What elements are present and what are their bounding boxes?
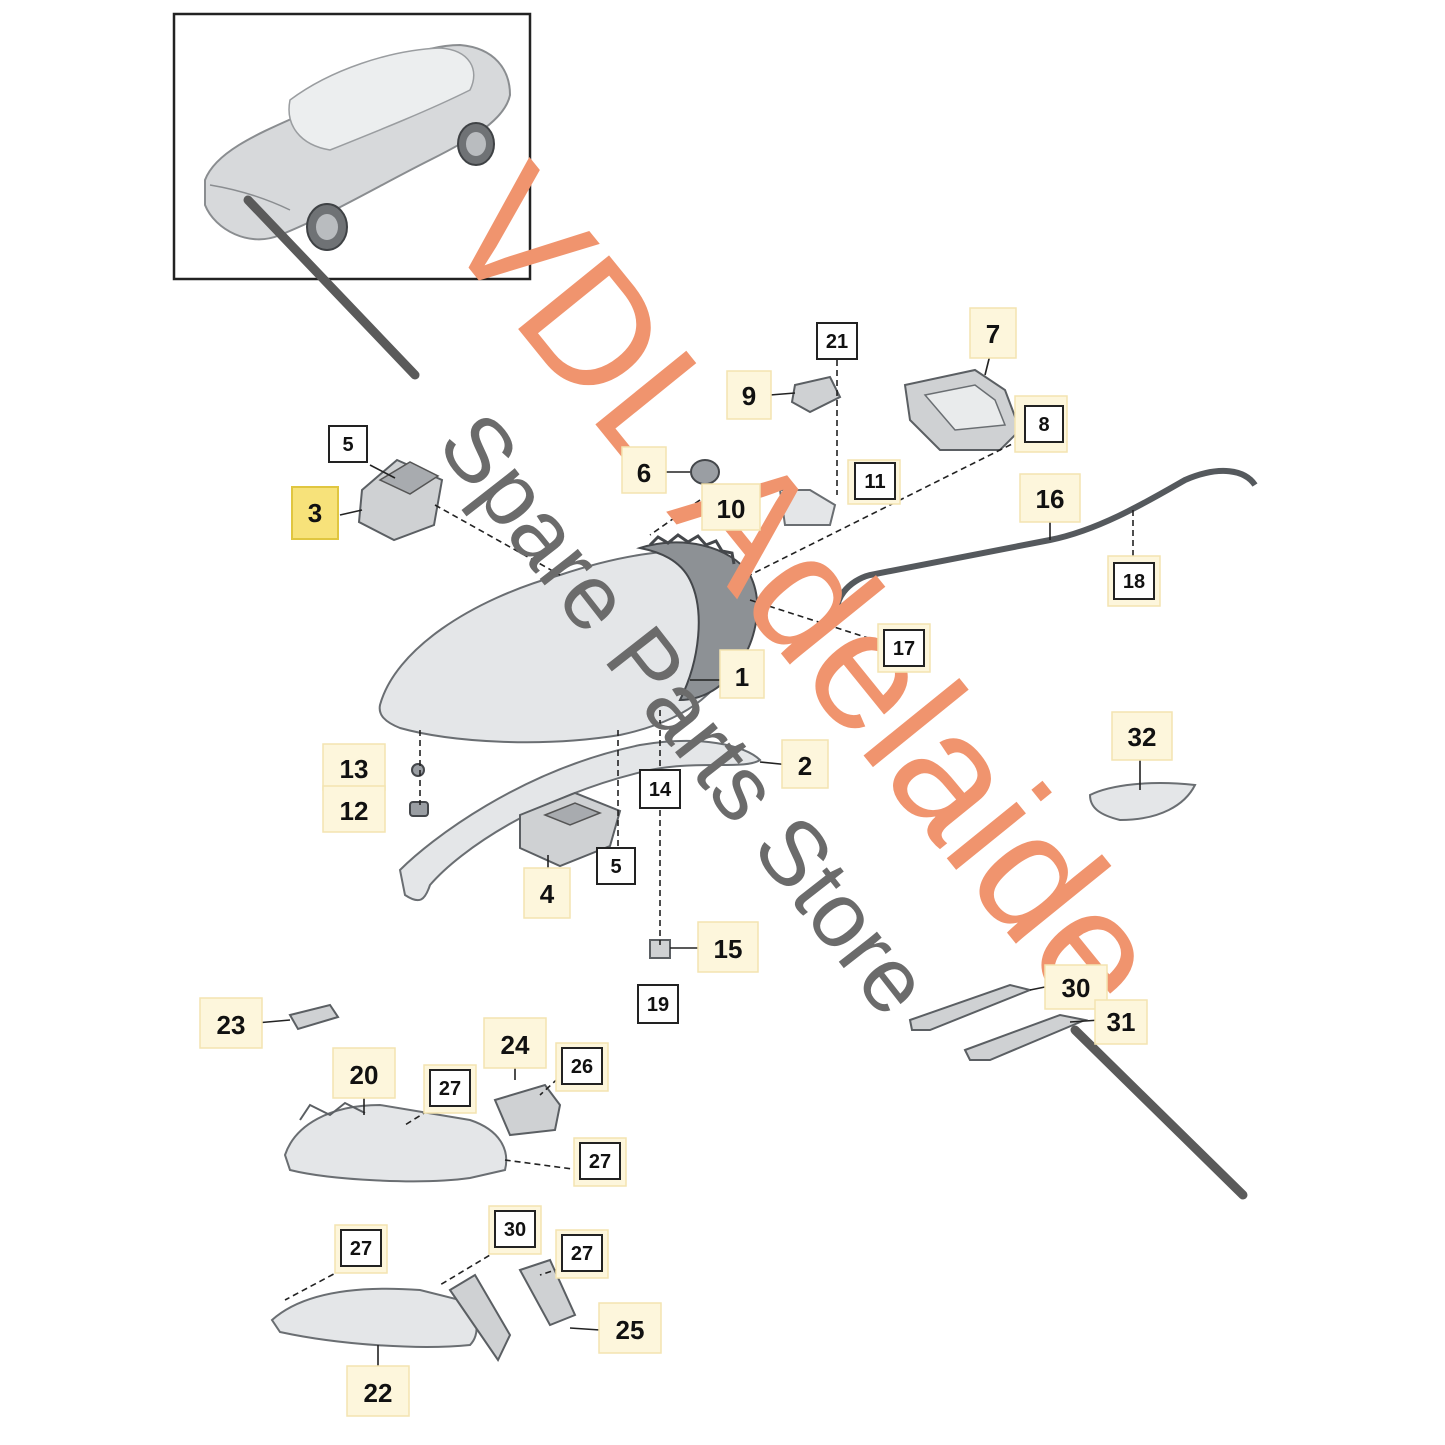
callout-27-b: 27 [573, 1137, 627, 1187]
callout-5-lower: 5 [596, 847, 636, 885]
callout-23: 23 [199, 997, 263, 1049]
svg-text:30: 30 [504, 1219, 526, 1241]
callout-2: 2 [781, 739, 829, 789]
svg-text:1: 1 [735, 662, 749, 692]
svg-text:11: 11 [864, 471, 885, 493]
reflector-part-30 [908, 983, 1034, 1031]
callout-14: 14 [639, 769, 681, 809]
svg-text:9: 9 [742, 381, 756, 411]
svg-text:5: 5 [342, 434, 353, 456]
svg-text:12: 12 [340, 796, 369, 826]
module-part-9 [790, 375, 842, 414]
svg-text:27: 27 [439, 1078, 461, 1100]
callout-21: 22 [346, 1365, 410, 1417]
callout-19: 19 [637, 984, 679, 1024]
svg-text:27: 27 [571, 1243, 593, 1265]
callout-10: 10 [701, 483, 761, 531]
svg-text:7: 7 [986, 319, 1000, 349]
callout-17: 17 [877, 623, 931, 673]
bracket-part-25 [518, 1258, 577, 1327]
callout-31-label: 31 [1094, 999, 1148, 1045]
callout-8: 8 [1014, 395, 1068, 453]
svg-text:6: 6 [637, 458, 651, 488]
svg-text:27: 27 [589, 1151, 611, 1173]
seal-part-11 [778, 489, 837, 526]
control-unit-part-4 [519, 791, 622, 868]
control-unit-part-3 [357, 458, 444, 542]
svg-text:20: 20 [350, 1060, 379, 1090]
bracket-part-24-26 [493, 1083, 562, 1137]
svg-text:31: 31 [1107, 1007, 1136, 1037]
callout-27-c: 27 [334, 1224, 388, 1274]
svg-text:21: 21 [826, 331, 848, 353]
callout-4: 4 [523, 867, 571, 919]
svg-text:32: 32 [1128, 722, 1157, 752]
svg-text:5: 5 [610, 856, 621, 878]
callout-13: 13 [322, 743, 386, 791]
svg-text:22: 22 [364, 1378, 393, 1408]
callout-1: 1 [719, 649, 765, 699]
callout-12: 12 [322, 785, 386, 833]
svg-text:18: 18 [1123, 571, 1145, 593]
svg-text:23: 23 [217, 1010, 246, 1040]
callout-6: 6 [621, 446, 667, 494]
cover-part-23 [288, 1003, 340, 1031]
reflector-part-31 [963, 1013, 1089, 1061]
clip-part-12 [409, 801, 429, 817]
connector-part-15 [649, 939, 671, 959]
callout-5-upper: 5 [328, 425, 368, 463]
light-assembly-part-20 [283, 1101, 508, 1183]
callouts: 3 5 6 10 9 21 7 8 11 16 18 17 1 2 14 13 … [199, 307, 1173, 1417]
callout-26-b: 27 [555, 1229, 609, 1279]
svg-text:16: 16 [1036, 484, 1065, 514]
svg-text:10: 10 [717, 494, 746, 524]
leader-lines [255, 354, 1141, 1375]
svg-text:17: 17 [893, 638, 915, 660]
callout-32: 32 [1111, 711, 1173, 761]
svg-text:26: 26 [571, 1056, 593, 1078]
module-part-32 [1088, 782, 1197, 822]
callout-15: 15 [697, 921, 759, 973]
callout-24: 24 [483, 1017, 547, 1069]
callout-20: 20 [332, 1047, 396, 1099]
svg-text:14: 14 [649, 779, 672, 801]
callout-9: 9 [726, 370, 772, 420]
callout-7: 7 [969, 307, 1017, 359]
bezel-trim-strip [398, 740, 762, 902]
svg-text:13: 13 [340, 754, 369, 784]
callout-22: 21 [816, 322, 858, 360]
cable-part-16 [834, 467, 1258, 622]
svg-text:2: 2 [798, 751, 812, 781]
screw-part-13 [411, 763, 425, 777]
callout-16: 16 [1019, 473, 1081, 523]
callout-25: 25 [598, 1302, 662, 1354]
watermark-slash-bottom [1070, 1025, 1248, 1200]
callout-11: 11 [847, 459, 901, 505]
svg-text:15: 15 [714, 934, 743, 964]
callout-27-d: 30 [488, 1205, 542, 1255]
svg-text:30: 30 [1062, 973, 1091, 1003]
svg-text:25: 25 [616, 1315, 645, 1345]
callout-3: 3 [291, 486, 339, 540]
callout-26-a: 26 [555, 1042, 609, 1092]
cover-part-7 [903, 368, 1022, 451]
svg-text:24: 24 [501, 1030, 530, 1060]
svg-text:8: 8 [1038, 414, 1049, 436]
svg-text:27: 27 [350, 1238, 372, 1260]
car-illustration [204, 43, 512, 251]
svg-text:4: 4 [540, 879, 555, 909]
callout-27-a: 27 [423, 1064, 477, 1114]
svg-text:3: 3 [308, 498, 322, 528]
watermark-slash-top [243, 195, 420, 380]
vehicle-overview-inset [172, 12, 532, 281]
light-assembly-part-21 [270, 1287, 478, 1348]
svg-text:19: 19 [647, 994, 669, 1016]
mount-part-26b [448, 1273, 512, 1362]
callout-18: 18 [1107, 555, 1161, 607]
